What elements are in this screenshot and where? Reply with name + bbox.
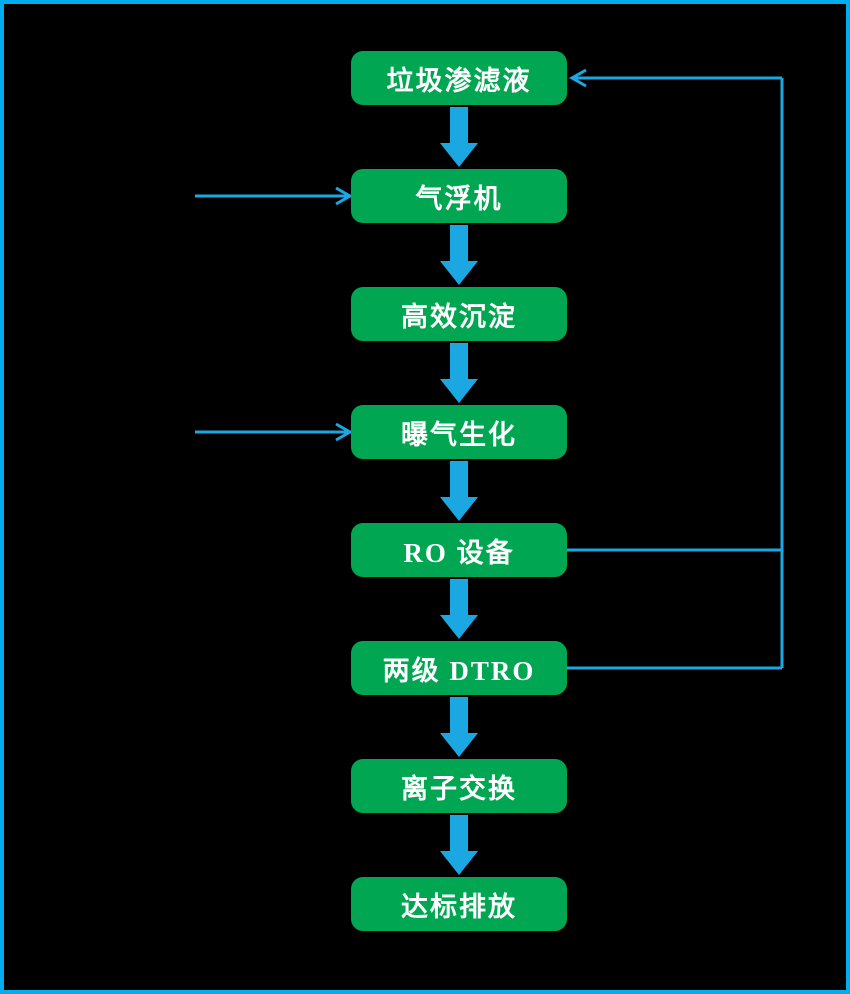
connector-lines-layer	[195, 68, 784, 670]
flow-node-label: 达标排放	[401, 891, 517, 922]
flow-node-aeration-bio: 曝气生化	[351, 405, 567, 459]
flow-node-label: RO 设备	[403, 537, 515, 568]
flow-node-air-flotation: 气浮机	[351, 169, 567, 223]
flow-node-sedimentation: 高效沉淀	[351, 287, 567, 341]
flow-node-leachate: 垃圾渗滤液	[351, 51, 567, 105]
flow-node-dtro: 两级 DTRO	[351, 641, 567, 695]
flow-node-label: 气浮机	[415, 183, 503, 214]
input-arrowhead-airflotation-icon	[335, 186, 354, 206]
input-arrowhead-aeration-icon	[335, 422, 354, 442]
flow-node-ro-equipment: RO 设备	[351, 523, 567, 577]
flow-node-label: 曝气生化	[401, 419, 517, 450]
recycle-arrowhead-leachate-icon	[568, 68, 587, 88]
flow-node-discharge: 达标排放	[351, 877, 567, 931]
flow-node-ion-exchange: 离子交换	[351, 759, 567, 813]
flow-node-label: 高效沉淀	[401, 301, 517, 332]
flow-node-label: 两级 DTRO	[382, 655, 536, 686]
flow-node-label: 离子交换	[401, 773, 517, 804]
flow-node-label: 垃圾渗滤液	[386, 65, 532, 96]
